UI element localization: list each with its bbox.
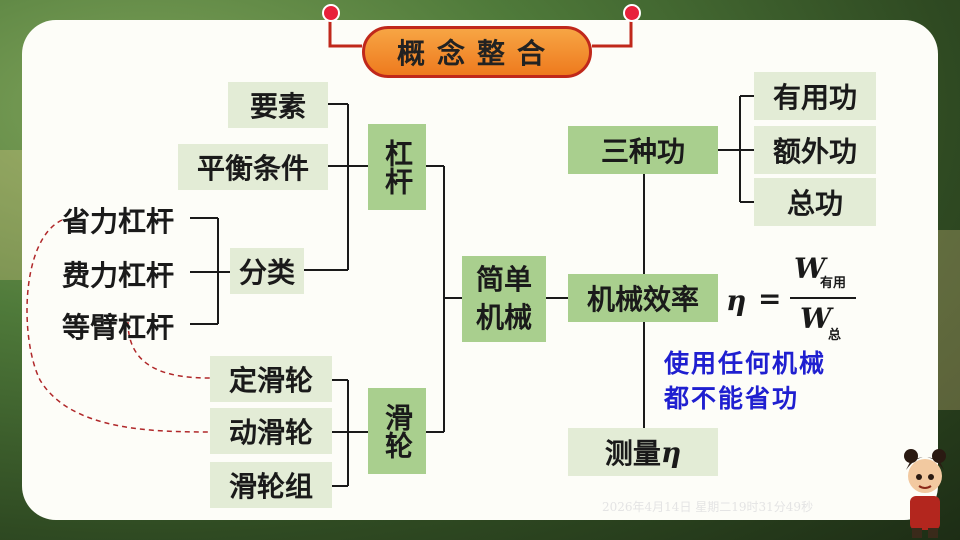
equals-sign: = (758, 282, 782, 315)
node-three-works: 三种功 (568, 126, 718, 174)
lever-type-force-costing: 费力杠杆 (62, 259, 175, 292)
node-measure-efficiency: 测量 η (568, 428, 718, 476)
node-total-work: 总功 (754, 178, 876, 226)
node-pulley-block: 滑轮组 (210, 462, 332, 508)
efficiency-note: 使用任何机械 都不能省功 (664, 346, 826, 416)
timestamp: 2026年4月14日 星期二19时31分49秒 (602, 500, 814, 514)
node-balance-condition: 平衡条件 (178, 144, 328, 190)
title-pin-left (322, 4, 340, 22)
node-pulley: 滑轮 (368, 388, 426, 474)
efficiency-formula: η = W 有用 W 总 (722, 250, 862, 346)
denominator-w: W (800, 302, 832, 335)
fraction-bar (790, 297, 856, 299)
denominator-subscript: 总 (828, 328, 842, 343)
note-line-1: 使用任何机械 (664, 349, 827, 378)
numerator-subscript: 有用 (820, 276, 847, 291)
background-stripe (938, 230, 960, 410)
node-classification: 分类 (230, 248, 304, 294)
measure-label: 测量 (604, 437, 661, 470)
node-extra-work: 额外功 (754, 126, 876, 174)
node-lever: 杠杆 (368, 124, 426, 210)
mascot-figure-icon (904, 449, 946, 538)
page-title: 概念整合 (362, 26, 592, 78)
node-fixed-pulley: 定滑轮 (210, 356, 332, 402)
node-simple-machines: 简单机械 (462, 256, 546, 342)
eta-symbol: η (726, 284, 747, 317)
background-stripe (0, 150, 22, 280)
numerator-w: W (794, 252, 826, 285)
title-pin-right (623, 4, 641, 22)
measure-eta: η (660, 435, 682, 469)
node-mechanical-efficiency: 机械效率 (568, 274, 718, 322)
note-line-2: 都不能省功 (664, 384, 800, 413)
node-movable-pulley: 动滑轮 (210, 408, 332, 454)
node-useful-work: 有用功 (754, 72, 876, 120)
node-elements: 要素 (228, 82, 328, 128)
lever-type-force-saving: 省力杠杆 (62, 205, 175, 238)
lever-type-equal-arm: 等臂杠杆 (62, 311, 175, 344)
